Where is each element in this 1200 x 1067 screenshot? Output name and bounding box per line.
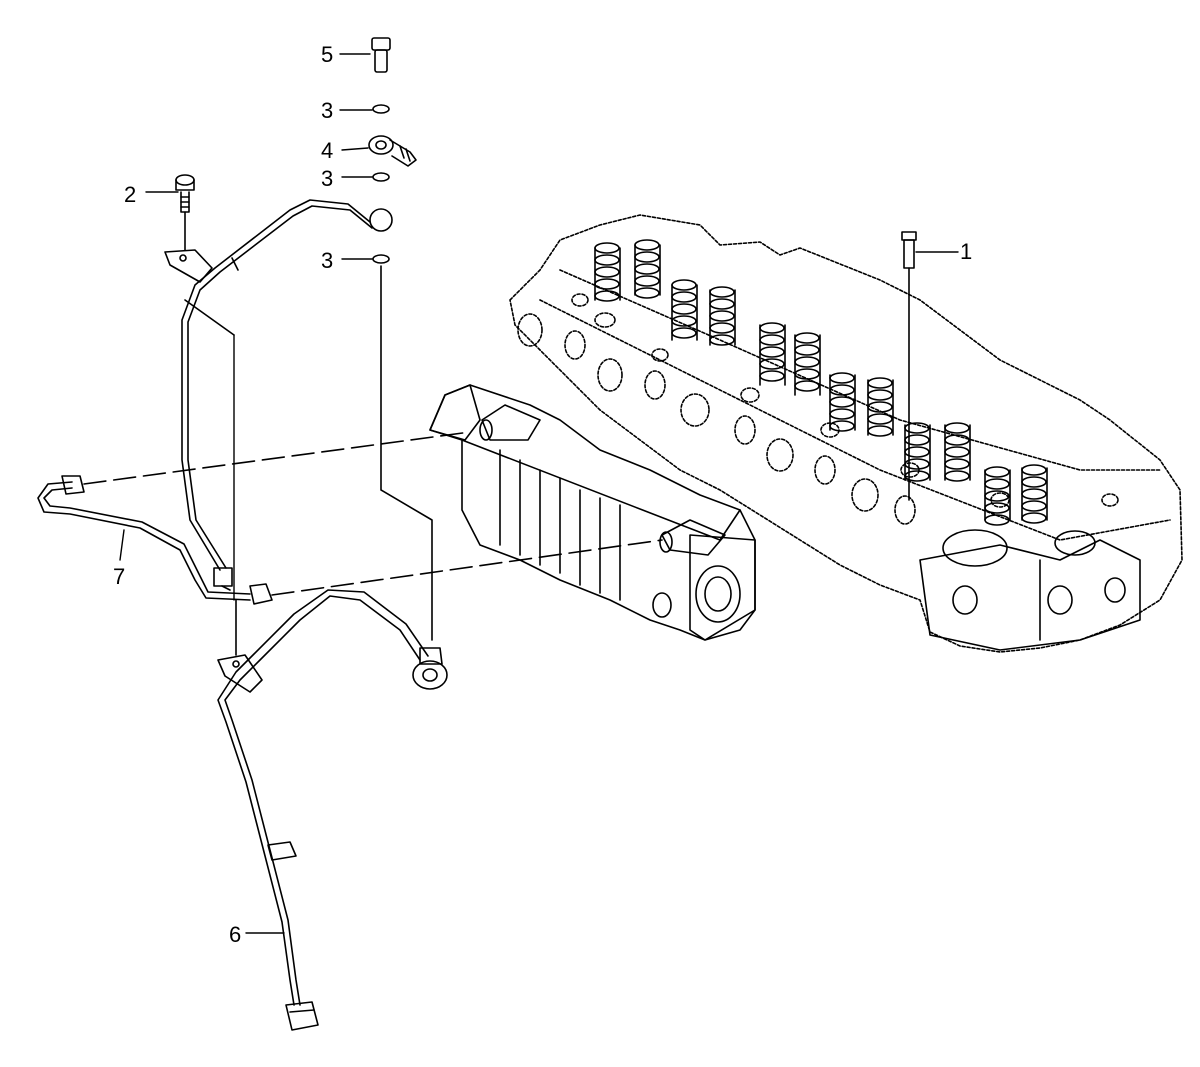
callout-6: 6 <box>229 922 242 947</box>
callout-3-top: 3 <box>321 98 334 123</box>
part-5-banjo-bolt <box>371 37 391 73</box>
part-7-pipe <box>37 199 663 605</box>
part-3-washer-bottom <box>372 254 390 264</box>
callout-1: 1 <box>960 239 973 264</box>
part-2-bolt <box>175 174 195 251</box>
part-1-stud <box>901 231 917 501</box>
part-4-banjo <box>368 135 417 167</box>
cylinder-head <box>509 214 1183 653</box>
exhaust-manifold <box>429 384 756 641</box>
callout-2: 2 <box>124 182 137 207</box>
valve-springs <box>594 239 1048 526</box>
callout-3-bottom: 3 <box>321 248 334 273</box>
pipe-union-ball <box>369 208 393 232</box>
banjo-stack <box>368 37 433 641</box>
callout-5: 5 <box>321 42 334 67</box>
callout-leaders <box>119 53 959 934</box>
callout-7: 7 <box>113 564 126 589</box>
part-3-washer-mid <box>372 172 390 182</box>
part-3-washer-top <box>372 104 390 114</box>
callout-4: 4 <box>321 138 334 163</box>
part-6-pipe <box>184 299 448 1031</box>
callout-3-mid: 3 <box>321 166 334 191</box>
